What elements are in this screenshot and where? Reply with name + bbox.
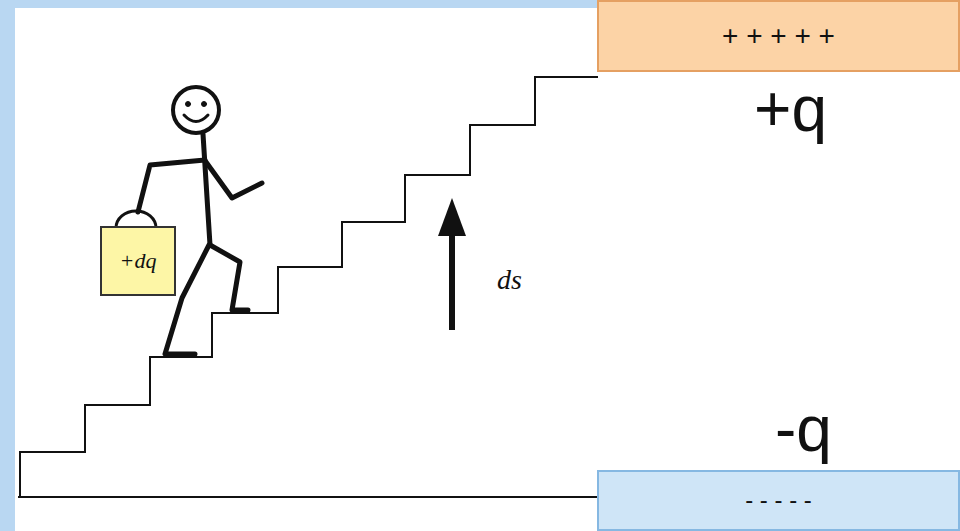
- label-holder: +q: [754, 74, 827, 144]
- smile: [184, 115, 208, 122]
- torso: [203, 134, 210, 245]
- bag-label: +dq: [120, 249, 157, 273]
- eye: [186, 102, 191, 107]
- charge-bag: +dq: [100, 226, 176, 296]
- label-holder: ds⃗: [497, 264, 544, 296]
- negative-plate: -q- - - - -: [597, 470, 960, 531]
- label-holder: -q: [775, 394, 832, 464]
- leg: [210, 245, 248, 310]
- positive-plate: + + + + ++q: [597, 0, 960, 72]
- arm: [138, 160, 205, 212]
- white-panel: [15, 8, 960, 531]
- head: [173, 87, 219, 133]
- eye: [202, 102, 207, 107]
- displacement-arrow: [449, 232, 455, 330]
- plate-charges: - - - - -: [745, 487, 812, 513]
- displacement-label: ds⃗: [497, 264, 544, 295]
- stick-figure: [138, 87, 262, 354]
- arrow-head: [438, 198, 466, 236]
- staircase: [20, 77, 598, 497]
- plate-charges: + + + + +: [722, 21, 835, 52]
- charge-label: +q: [754, 74, 827, 144]
- charge-label: -q: [775, 394, 832, 464]
- ground-line: [18, 496, 598, 498]
- arm: [206, 162, 262, 198]
